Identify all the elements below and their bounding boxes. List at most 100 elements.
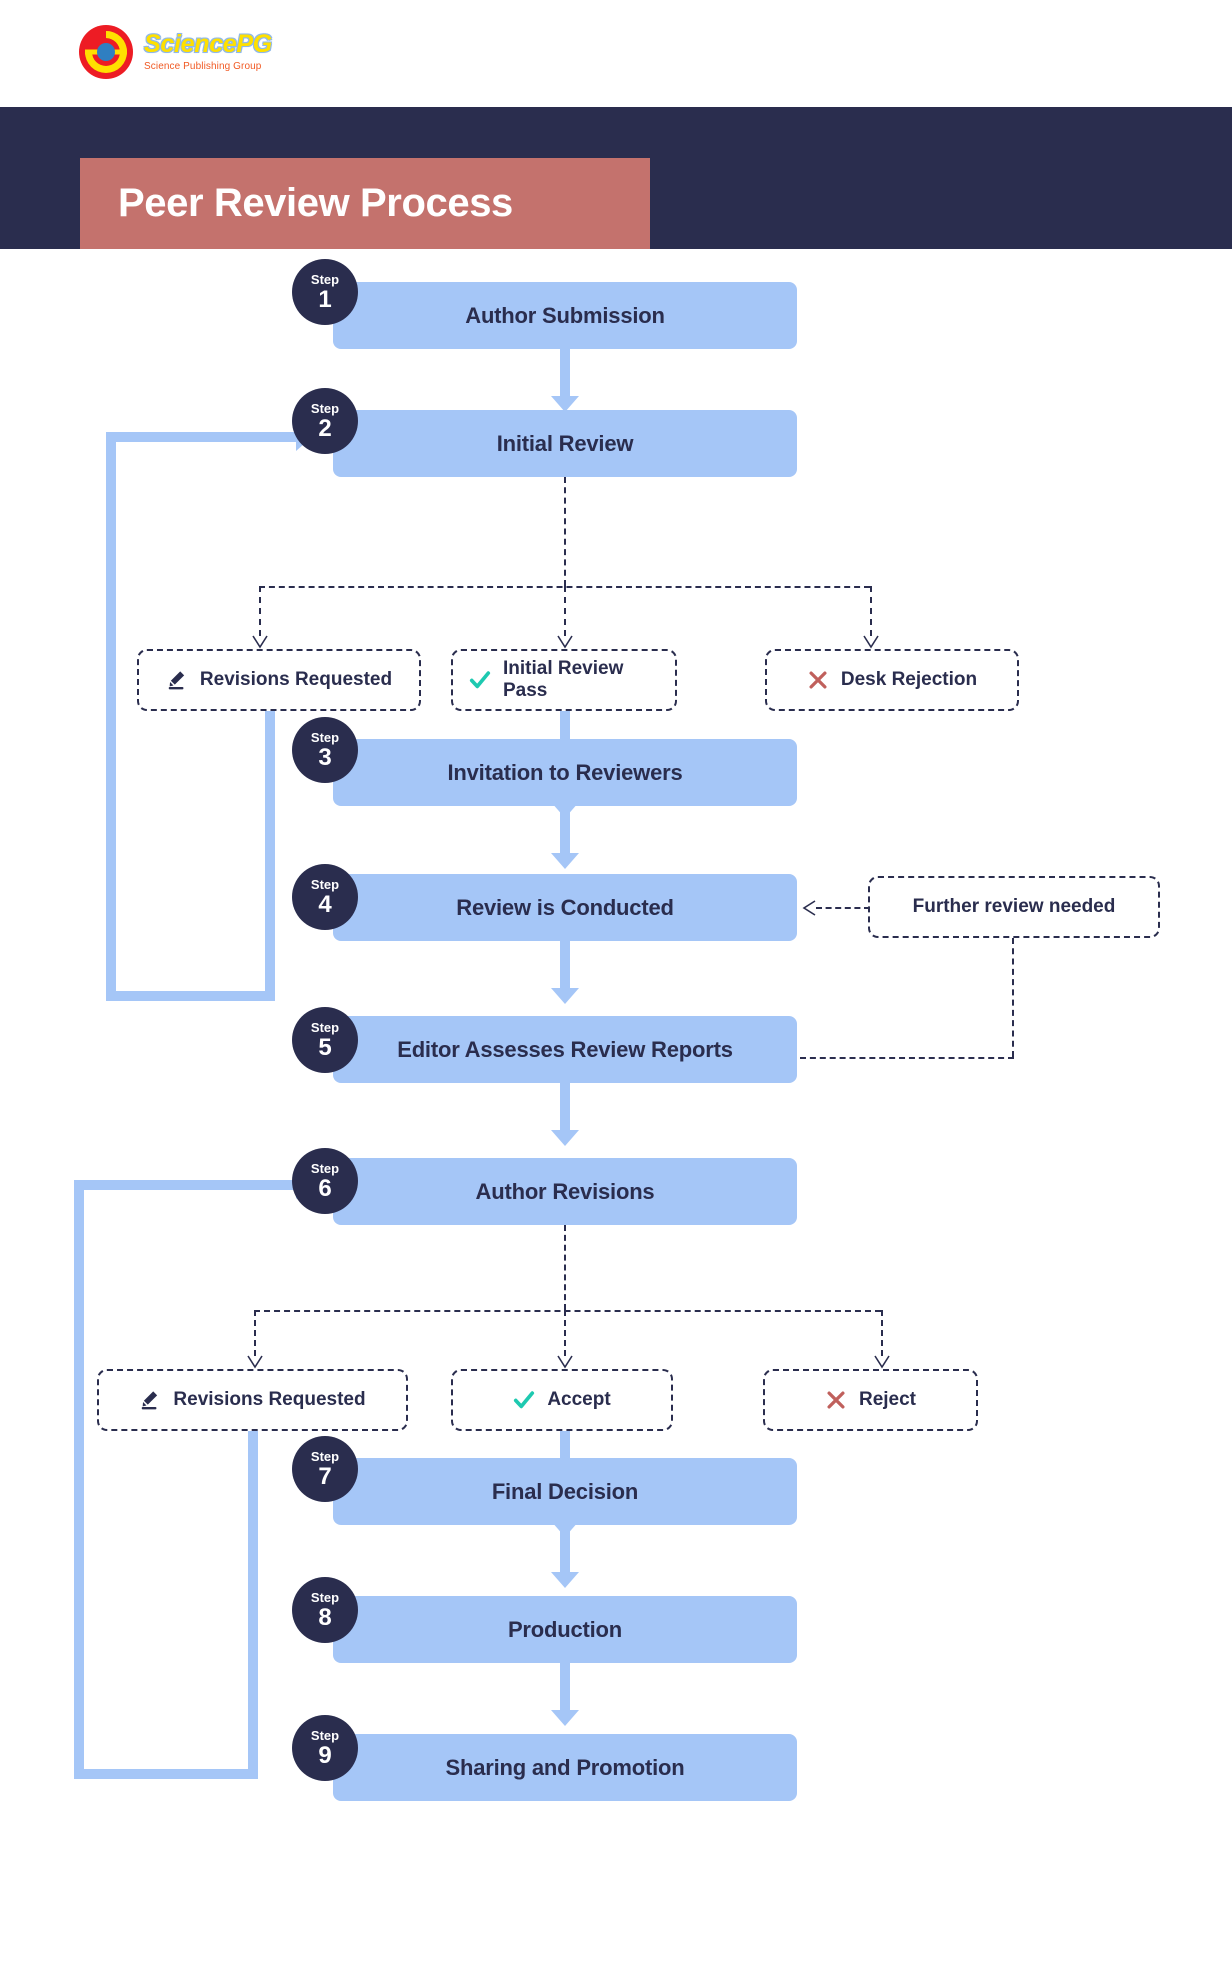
note-arrowhead-icon <box>802 900 816 916</box>
arrow-head-8-to-9-icon <box>551 1710 579 1726</box>
arrow-7-to-8 <box>560 1525 570 1572</box>
pen-icon <box>142 1391 158 1410</box>
loop1-right <box>106 432 298 442</box>
step-number: 3 <box>318 743 332 771</box>
step-box-initial-review[interactable]: Initial Review <box>333 410 797 477</box>
decision-revisions-requested-final[interactable]: Revisions Requested <box>97 1369 408 1431</box>
loop2-left <box>74 1769 258 1779</box>
branch-drop-right-initial <box>870 586 872 636</box>
step-box-final-decision[interactable]: Final Decision <box>333 1458 797 1525</box>
step-label: Sharing and Promotion <box>445 1754 685 1780</box>
branch-arrowhead-right-initial-icon <box>863 635 879 649</box>
loop1-left <box>106 991 275 1001</box>
decision-accept[interactable]: Accept <box>451 1369 673 1431</box>
branch-stem-initial <box>564 477 566 586</box>
brand-logo[interactable]: SciencePG Science Publishing Group <box>78 18 298 86</box>
step-label: Author Submission <box>465 302 665 328</box>
step-number: 1 <box>318 285 332 313</box>
step-word: Step <box>310 1019 340 1035</box>
step-label: Review is Conducted <box>456 894 674 920</box>
step-badge-5: Step 5 <box>292 1007 358 1073</box>
page-title: Peer Review Process <box>118 181 513 225</box>
step-box-sharing-and-promotion[interactable]: Sharing and Promotion <box>333 1734 797 1801</box>
step-label: Author Revisions <box>475 1178 655 1204</box>
step-box-author-revisions[interactable]: Author Revisions <box>333 1158 797 1225</box>
step-badge-8: Step 8 <box>292 1577 358 1643</box>
loop1-up <box>106 432 116 991</box>
flowchart: Step 1 Author Submission Step 2 Initial … <box>0 249 1232 1986</box>
branch-bar-final <box>254 1310 881 1312</box>
branch-stem-final <box>564 1225 566 1310</box>
note-label: Further review needed <box>912 896 1116 917</box>
step-box-editor-assesses-review-reports[interactable]: Editor Assesses Review Reports <box>333 1016 797 1083</box>
step-box-review-is-conducted[interactable]: Review is Conducted <box>333 874 797 941</box>
step-badge-4: Step 4 <box>292 864 358 930</box>
decision-label: Initial Review Pass <box>503 658 624 701</box>
step-badge-7: Step 7 <box>292 1436 358 1502</box>
decision-reject[interactable]: Reject <box>763 1369 978 1431</box>
step-label: Initial Review <box>496 430 634 456</box>
step-number: 5 <box>318 1033 332 1061</box>
step-label: Editor Assesses Review Reports <box>397 1036 733 1062</box>
note-arrow-line <box>816 907 870 909</box>
step-word: Step <box>310 876 340 892</box>
branch-drop-mid-initial <box>564 586 566 636</box>
loop2-up <box>74 1180 84 1769</box>
loop1-down <box>265 711 275 1001</box>
step-label: Invitation to Reviewers <box>447 759 683 785</box>
branch-arrowhead-mid-final-icon <box>557 1355 573 1369</box>
sciencepg-circle-logo-icon <box>79 25 133 79</box>
brand-tagline: Science Publishing Group <box>144 60 262 72</box>
loop2-down <box>248 1431 258 1779</box>
check-icon <box>514 1391 535 1409</box>
arrow-1-to-2 <box>560 349 570 396</box>
step-box-production[interactable]: Production <box>333 1596 797 1663</box>
pen-icon <box>168 671 185 690</box>
branch-arrowhead-right-final-icon <box>874 1355 890 1369</box>
branch-arrowhead-left-final-icon <box>247 1355 263 1369</box>
note-feedback-down <box>1012 938 1014 1057</box>
branch-drop-mid-final <box>564 1310 566 1356</box>
step-word: Step <box>310 1448 340 1464</box>
step-number: 6 <box>318 1174 332 1202</box>
arrow-head-3-to-4-icon <box>551 853 579 869</box>
brand-text: SciencePG Science Publishing Group <box>144 31 272 72</box>
decision-initial-review-pass[interactable]: Initial Review Pass <box>451 649 677 711</box>
step-badge-1: Step 1 <box>292 259 358 325</box>
step-badge-3: Step 3 <box>292 717 358 783</box>
step-badge-6: Step 6 <box>292 1148 358 1214</box>
step-badge-9: Step 9 <box>292 1715 358 1781</box>
step-number: 4 <box>318 890 332 918</box>
step-label: Production <box>507 1616 623 1642</box>
decision-revisions-requested-initial[interactable]: Revisions Requested <box>137 649 421 711</box>
brand-name: SciencePG <box>144 30 272 59</box>
step-word: Step <box>310 1160 340 1176</box>
arrow-3-to-4 <box>560 806 570 853</box>
loop2-right <box>74 1180 298 1190</box>
step-box-invitation-to-reviewers[interactable]: Invitation to Reviewers <box>333 739 797 806</box>
step-number: 9 <box>318 1741 332 1769</box>
check-icon <box>469 671 491 689</box>
note-feedback-left <box>800 1057 1014 1059</box>
step-number: 2 <box>318 414 332 442</box>
step-word: Step <box>310 729 340 745</box>
decision-label: Reject <box>858 1389 917 1410</box>
arrow-head-4-to-5-icon <box>551 988 579 1004</box>
note-further-review-needed[interactable]: Further review needed <box>868 876 1160 938</box>
branch-drop-left-final <box>254 1310 256 1356</box>
arrow-5-to-6 <box>560 1083 570 1130</box>
arrow-head-7-to-8-icon <box>551 1572 579 1588</box>
cross-icon <box>827 1391 845 1409</box>
branch-drop-left-initial <box>259 586 261 636</box>
branch-drop-right-final <box>881 1310 883 1356</box>
step-label: Final Decision <box>491 1478 639 1504</box>
arrow-8-to-9 <box>560 1663 570 1710</box>
decision-desk-rejection[interactable]: Desk Rejection <box>765 649 1019 711</box>
decision-label: Revisions Requested <box>173 1389 366 1410</box>
step-word: Step <box>310 400 340 416</box>
page-title-block: Peer Review Process <box>80 158 650 249</box>
arrow-head-5-to-6-icon <box>551 1130 579 1146</box>
branch-arrowhead-mid-initial-icon <box>557 635 573 649</box>
step-box-author-submission[interactable]: Author Submission <box>333 282 797 349</box>
decision-label: Revisions Requested <box>199 669 393 690</box>
